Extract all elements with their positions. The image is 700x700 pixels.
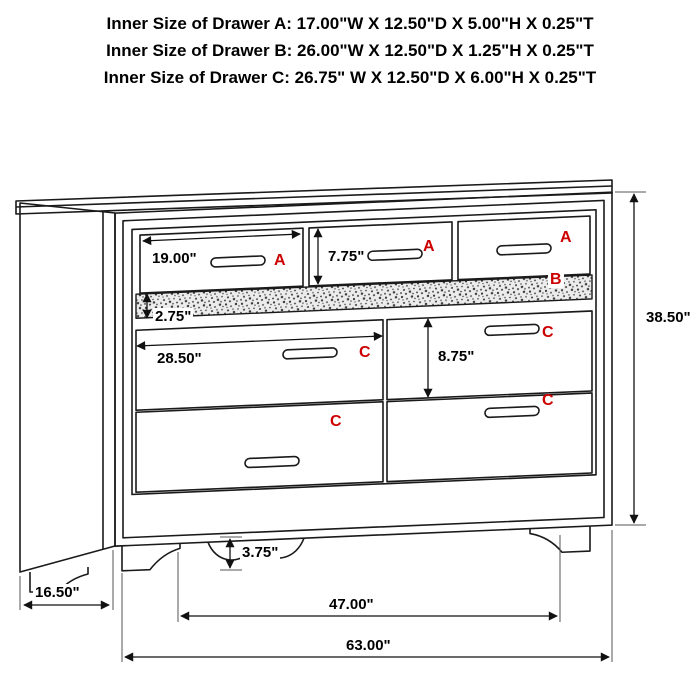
dim-overall-width: 63.00"	[344, 637, 393, 654]
spec-line-drawer-a: Inner Size of Drawer A: 17.00"W X 12.50"…	[106, 14, 594, 33]
drawer-c4	[386, 392, 593, 483]
label-drawer-b: B	[548, 271, 564, 288]
dim-feet-span: 47.00"	[327, 596, 376, 613]
bracket-feet	[121, 526, 591, 572]
label-drawer-c3: C	[542, 324, 554, 341]
drawer-a3	[457, 215, 591, 281]
header-spec-text: Inner Size of Drawer A: 17.00"W X 12.50"…	[0, 10, 700, 91]
drawer-c1	[135, 319, 384, 412]
label-drawer-a1: A	[274, 252, 286, 269]
dim-drawer-b-height: 2.75"	[153, 308, 194, 325]
drawer-handles	[210, 243, 552, 469]
drawer-handle	[282, 347, 338, 360]
spec-line-drawer-b: Inner Size of Drawer B: 26.00"W X 12.50"…	[106, 41, 594, 60]
label-drawer-c2: C	[330, 413, 342, 430]
spec-line-drawer-c: Inner Size of Drawer C: 26.75" W X 12.50…	[103, 68, 597, 87]
drawer-c3	[386, 310, 593, 401]
label-drawer-c1: C	[359, 344, 371, 361]
cabinet-front	[114, 191, 613, 572]
drawer-handle	[496, 243, 552, 256]
drawer-handle	[484, 405, 540, 419]
drawer-handle	[367, 248, 423, 262]
drawer-b-glitter-band	[135, 274, 593, 319]
dim-drawer-c-height: 8.75"	[436, 348, 477, 365]
dim-drawer-c-width: 28.50"	[155, 350, 204, 367]
dim-drawer-a-height: 7.75"	[326, 248, 367, 265]
drawer-handle	[484, 323, 540, 337]
label-drawer-a2: A	[423, 238, 435, 255]
drawer-a2	[308, 221, 453, 287]
extension-lines	[19, 191, 646, 662]
dim-overall-height: 38.50"	[644, 309, 693, 326]
label-drawer-c4: C	[542, 392, 554, 409]
dim-drawer-a-width: 19.00"	[150, 250, 199, 267]
drawer-handle	[244, 455, 300, 469]
drawer-c2	[135, 401, 384, 494]
label-drawer-a3: A	[560, 229, 572, 246]
dim-side-depth: 16.50"	[33, 584, 82, 601]
dim-19-arrow	[142, 229, 301, 246]
dim-28-50-arrow	[136, 331, 383, 351]
dim-base-height: 3.75"	[240, 544, 281, 561]
dimension-lines	[23, 193, 639, 662]
drawer-handle	[210, 255, 266, 268]
